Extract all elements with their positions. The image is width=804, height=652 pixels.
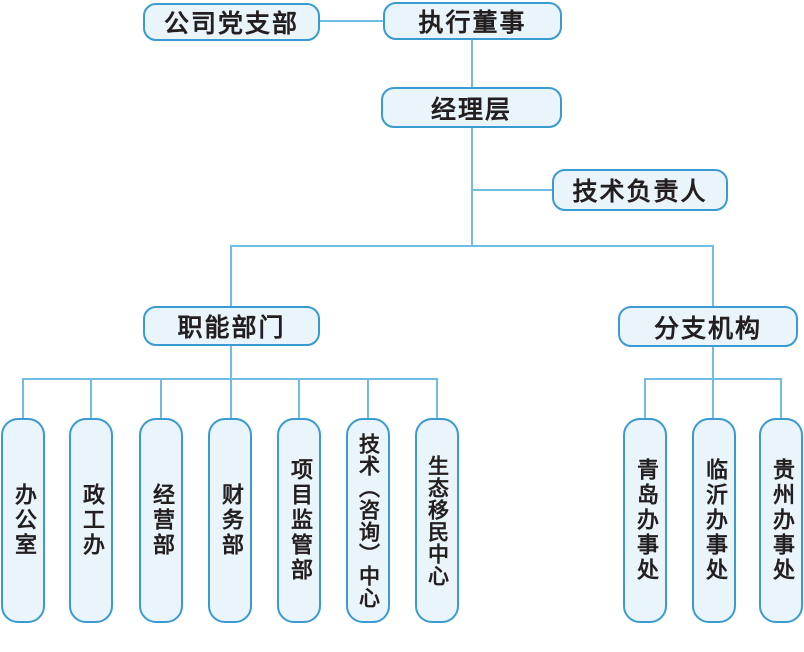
connector-offices-distribution bbox=[644, 378, 782, 380]
node-branch-offices-label: 分支机构 bbox=[653, 313, 762, 343]
node-office-guizhou-label: 贵州办事处 bbox=[769, 458, 794, 583]
connector-drop-dept-2 bbox=[90, 378, 92, 418]
node-dept-operations: 经营部 bbox=[139, 418, 183, 623]
node-dept-technical-consulting-center-label: 技术（咨询）中心 bbox=[356, 432, 381, 609]
node-party-branch: 公司党支部 bbox=[143, 3, 320, 41]
node-dept-operations-label: 经营部 bbox=[149, 483, 174, 558]
node-executive-director: 执行董事 bbox=[383, 2, 562, 40]
connector-exec-to-management bbox=[471, 40, 473, 87]
node-dept-office: 办公室 bbox=[1, 418, 45, 623]
connector-drop-dept-3 bbox=[160, 378, 162, 418]
node-functional-departments: 职能部门 bbox=[143, 306, 320, 346]
node-office-linyi-label: 临沂办事处 bbox=[702, 458, 727, 583]
connector-branch-offices-down bbox=[712, 346, 714, 418]
node-office-qingdao: 青岛办事处 bbox=[623, 418, 667, 623]
connector-drop-dept-5 bbox=[298, 378, 300, 418]
connector-to-technical-lead bbox=[471, 189, 552, 191]
node-dept-finance-label: 财务部 bbox=[218, 483, 243, 558]
node-functional-departments-label: 职能部门 bbox=[177, 313, 286, 342]
node-technical-lead: 技术负责人 bbox=[552, 169, 728, 211]
node-dept-office-label: 办公室 bbox=[11, 483, 36, 558]
node-dept-political-work: 政工办 bbox=[69, 418, 113, 623]
node-executive-director-label: 执行董事 bbox=[418, 8, 527, 37]
connector-drop-office-3 bbox=[780, 378, 782, 418]
node-dept-project-supervision: 项目监管部 bbox=[277, 418, 321, 623]
node-management-label: 经理层 bbox=[430, 94, 512, 124]
connector-drop-branch-offices bbox=[712, 245, 714, 307]
node-dept-ecological-migration-center-label: 生态移民中心 bbox=[425, 454, 450, 587]
node-dept-ecological-migration-center: 生态移民中心 bbox=[415, 418, 459, 623]
connector-functional-down bbox=[230, 346, 232, 418]
connector-drop-office-1 bbox=[644, 378, 646, 418]
node-management: 经理层 bbox=[381, 87, 562, 128]
connector-departments-distribution bbox=[23, 378, 438, 380]
node-dept-finance: 财务部 bbox=[208, 418, 252, 623]
connector-main-distribution bbox=[230, 245, 714, 247]
connector-drop-dept-1 bbox=[22, 378, 24, 418]
connector-management-down bbox=[471, 128, 473, 246]
connector-drop-dept-7 bbox=[436, 378, 438, 418]
node-office-qingdao-label: 青岛办事处 bbox=[633, 458, 658, 583]
node-branch-offices: 分支机构 bbox=[618, 306, 798, 347]
node-office-guizhou: 贵州办事处 bbox=[759, 418, 803, 623]
node-party-branch-label: 公司党支部 bbox=[163, 9, 299, 38]
connector-drop-functional bbox=[230, 245, 232, 306]
node-dept-technical-consulting-center: 技术（咨询）中心 bbox=[346, 418, 390, 623]
node-office-linyi: 临沂办事处 bbox=[692, 418, 736, 623]
node-technical-lead-label: 技术负责人 bbox=[572, 177, 708, 206]
connector-drop-dept-6 bbox=[367, 378, 369, 418]
connector-party-to-exec bbox=[320, 20, 383, 22]
node-dept-project-supervision-label: 项目监管部 bbox=[287, 458, 312, 583]
node-dept-political-work-label: 政工办 bbox=[79, 483, 104, 558]
